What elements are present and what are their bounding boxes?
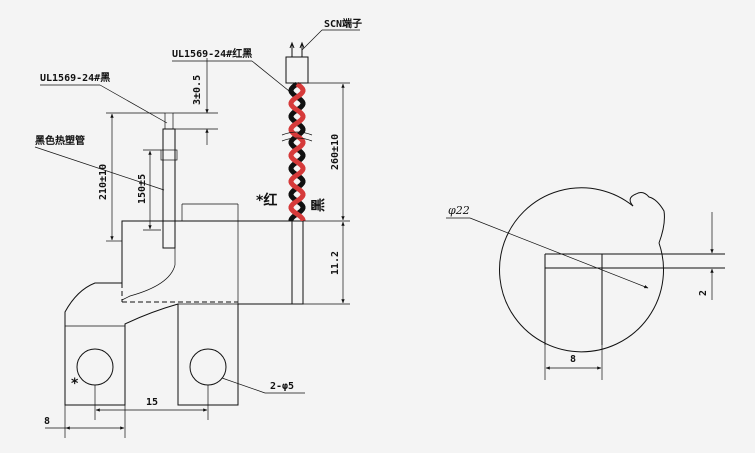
label-red-mark: *红 bbox=[256, 192, 277, 209]
twisted-wire-pair bbox=[288, 81, 306, 221]
leader-hole bbox=[221, 377, 266, 394]
dim-8-left: 8 bbox=[44, 416, 50, 427]
mounting-hole-left bbox=[76, 348, 114, 386]
dim-2: 2 bbox=[698, 290, 709, 296]
dim-11-2: 11.2 bbox=[330, 251, 341, 275]
bracket-outline bbox=[64, 220, 293, 406]
phi22-leader bbox=[469, 217, 649, 289]
scn-pin-1-tip bbox=[289, 41, 295, 49]
dim-260: 260±10 bbox=[330, 134, 341, 170]
outer-circle bbox=[499, 187, 664, 353]
label-heat-shrink: 黑色热塑管 bbox=[35, 134, 85, 147]
leader-wire-rb-d bbox=[251, 60, 295, 96]
label-hole-callout: 2-φ5 bbox=[270, 381, 294, 392]
label-asterisk: * bbox=[71, 376, 79, 392]
left-view: SCN端子 UL1569-24#红黑 UL1569-24#黑 黑色热塑管 *红 … bbox=[34, 17, 362, 438]
bracket-inner-curve bbox=[121, 264, 176, 301]
wire-break-mark-2 bbox=[281, 137, 313, 142]
label-scn-terminal: SCN端子 bbox=[324, 17, 362, 30]
wire-break-mark-1 bbox=[281, 131, 313, 136]
scn-terminal-body bbox=[285, 56, 309, 84]
leader-heat-shrink bbox=[34, 146, 165, 191]
scn-pin-2-tip bbox=[299, 41, 305, 49]
probe-body bbox=[162, 128, 176, 249]
dim-15: 15 bbox=[146, 397, 158, 408]
leader-scn bbox=[301, 29, 323, 51]
dim-8-right: 8 bbox=[570, 354, 576, 365]
label-black-mark: 黑 bbox=[311, 198, 327, 212]
mounting-hole-right bbox=[189, 348, 227, 386]
dim-phi22: φ22 bbox=[448, 204, 470, 217]
right-view: φ22 2 8 bbox=[446, 187, 725, 380]
red-wire bbox=[288, 81, 306, 221]
label-wire-red-black: UL1569-24#红黑 bbox=[172, 47, 252, 60]
circle-bump bbox=[629, 192, 665, 244]
wire-post bbox=[291, 220, 304, 305]
black-wire bbox=[288, 81, 306, 221]
heat-shrink-tube bbox=[160, 149, 178, 161]
leader-wire-b-d bbox=[99, 84, 168, 124]
dim-150: 150±5 bbox=[137, 174, 148, 204]
dim-210: 210±10 bbox=[98, 164, 109, 200]
label-wire-black: UL1569-24#黑 bbox=[40, 72, 110, 84]
dim-3: 3±0.5 bbox=[192, 75, 203, 105]
